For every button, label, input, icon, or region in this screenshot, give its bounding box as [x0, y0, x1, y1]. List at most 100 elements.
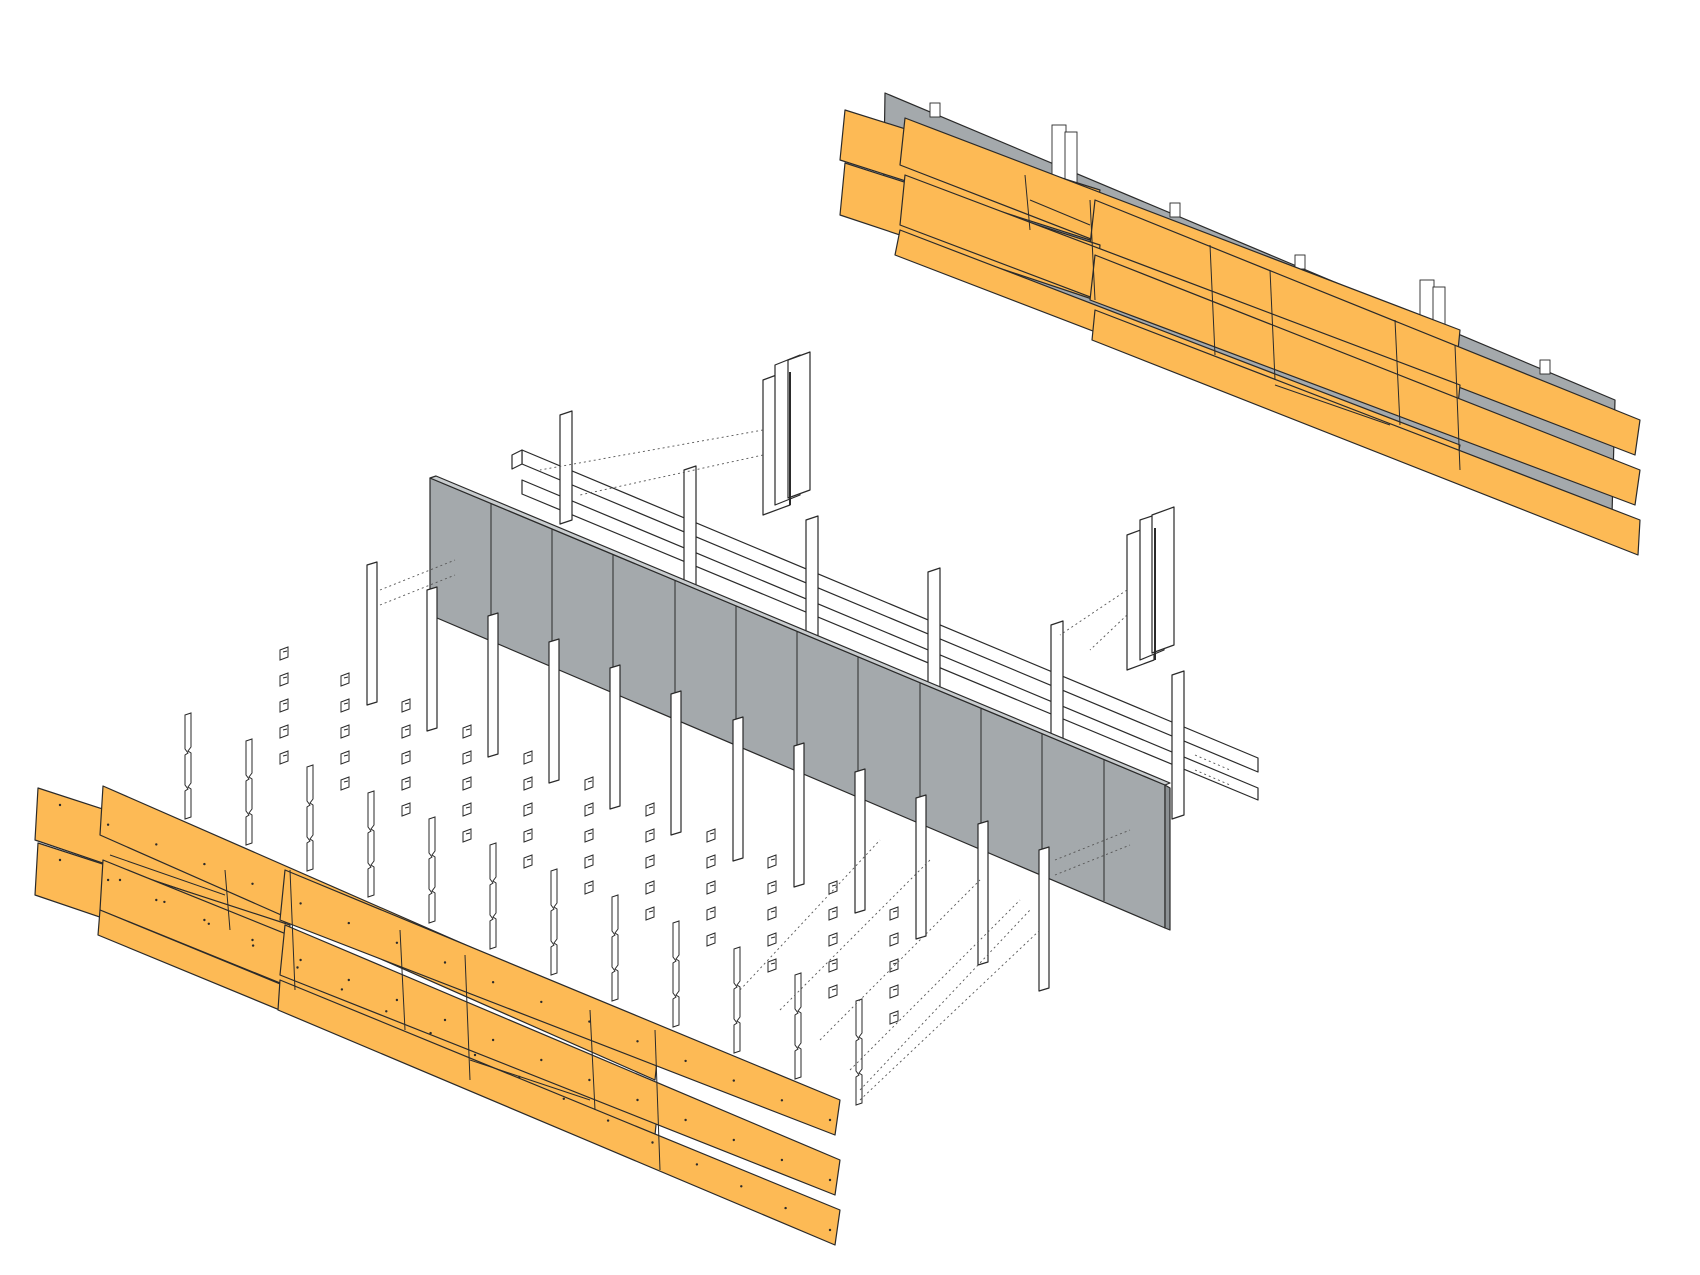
screw — [684, 1059, 687, 1063]
screw — [636, 1040, 639, 1043]
screw — [395, 941, 399, 944]
steel-column — [762, 351, 811, 516]
bracket-clip — [462, 724, 472, 739]
bottom-rail — [521, 479, 1259, 801]
screw — [443, 961, 447, 964]
screw — [299, 958, 302, 962]
screw — [491, 1038, 495, 1042]
bracket-clip — [889, 984, 899, 999]
screw — [296, 966, 299, 969]
bracket-clip — [828, 932, 838, 947]
stepped-hanger — [184, 712, 192, 820]
screw — [340, 988, 344, 991]
bracket-clip — [767, 958, 777, 973]
screw — [606, 1119, 610, 1122]
screw — [106, 823, 110, 826]
bracket-clip — [767, 854, 777, 869]
bracket-clip — [340, 750, 350, 765]
assembled-cladding-boards — [839, 109, 1641, 556]
bracket-clip — [584, 776, 594, 791]
screw — [491, 981, 495, 984]
bracket-clip — [828, 880, 838, 895]
screw — [780, 1099, 784, 1102]
screw — [118, 878, 122, 882]
bracket-clip — [462, 802, 472, 817]
bracket-clip — [401, 698, 411, 713]
bracket-clip — [462, 828, 472, 843]
screw — [780, 1158, 784, 1162]
screw — [473, 1053, 477, 1057]
stepped-hanger — [672, 920, 680, 1028]
bracket-clip — [645, 802, 655, 817]
screw — [163, 900, 166, 904]
screw — [155, 843, 158, 846]
bracket-clip — [889, 906, 899, 921]
stepped-hanger — [794, 972, 802, 1080]
bracket-clip — [401, 776, 411, 791]
screw — [251, 882, 254, 885]
backing-panel-wall — [429, 475, 1171, 931]
screw — [695, 1163, 699, 1166]
screw — [684, 1118, 687, 1122]
bracket-clip — [706, 906, 716, 921]
screw — [651, 1141, 654, 1144]
screw — [562, 1097, 565, 1101]
bracket-clip — [645, 880, 655, 895]
stepped-hanger — [245, 738, 253, 846]
screw — [203, 918, 206, 922]
bracket-clip — [828, 906, 838, 921]
screw — [732, 1138, 735, 1142]
screw — [347, 921, 350, 925]
screw — [58, 803, 62, 807]
bracket-clip — [340, 698, 350, 713]
bracket-clip — [340, 724, 350, 739]
screw — [828, 1178, 832, 1182]
bracket-clip — [889, 1010, 899, 1025]
stepped-hangers — [184, 712, 863, 1106]
stepped-hanger — [611, 894, 619, 1002]
steel-columns — [762, 351, 1175, 671]
screw — [395, 998, 399, 1002]
board-screws — [58, 803, 832, 1232]
steel-column — [1126, 506, 1175, 671]
bracket-clip — [706, 854, 716, 869]
stepped-hanger — [489, 842, 497, 950]
stepped-hanger — [306, 764, 314, 872]
bracket-clip — [706, 828, 716, 843]
screw — [299, 902, 302, 905]
timber-cladding-boards — [34, 785, 841, 1246]
stepped-hanger — [550, 868, 558, 976]
bracket-clip — [401, 802, 411, 817]
bracket-clip — [706, 880, 716, 895]
screw — [251, 944, 255, 947]
board-joints — [109, 854, 661, 1171]
bracket-clip — [828, 984, 838, 999]
screw — [828, 1118, 832, 1122]
screw — [518, 1075, 521, 1079]
screw — [540, 1000, 543, 1004]
bracket-clip — [584, 828, 594, 843]
screw — [207, 922, 210, 925]
stepped-hanger — [733, 946, 741, 1054]
bracket-clip — [279, 646, 289, 661]
bracket-clip — [645, 906, 655, 921]
bracket-clip — [767, 880, 777, 895]
screw — [58, 858, 62, 862]
screw — [784, 1206, 787, 1210]
stepped-hanger — [428, 816, 436, 924]
screw — [251, 938, 254, 942]
screw — [203, 862, 206, 866]
bracket-clip — [279, 750, 289, 765]
assembled-post-tops — [929, 102, 1551, 375]
screw — [347, 978, 350, 982]
screw — [636, 1098, 639, 1102]
bracket-clip — [767, 906, 777, 921]
alignment-lines-columns — [539, 429, 1128, 651]
bracket-clip — [462, 750, 472, 765]
bracket-clip — [767, 932, 777, 947]
screw — [740, 1185, 743, 1188]
bracket-clip — [523, 828, 533, 843]
stepped-hanger — [367, 790, 375, 898]
top-rail-side — [511, 449, 523, 470]
